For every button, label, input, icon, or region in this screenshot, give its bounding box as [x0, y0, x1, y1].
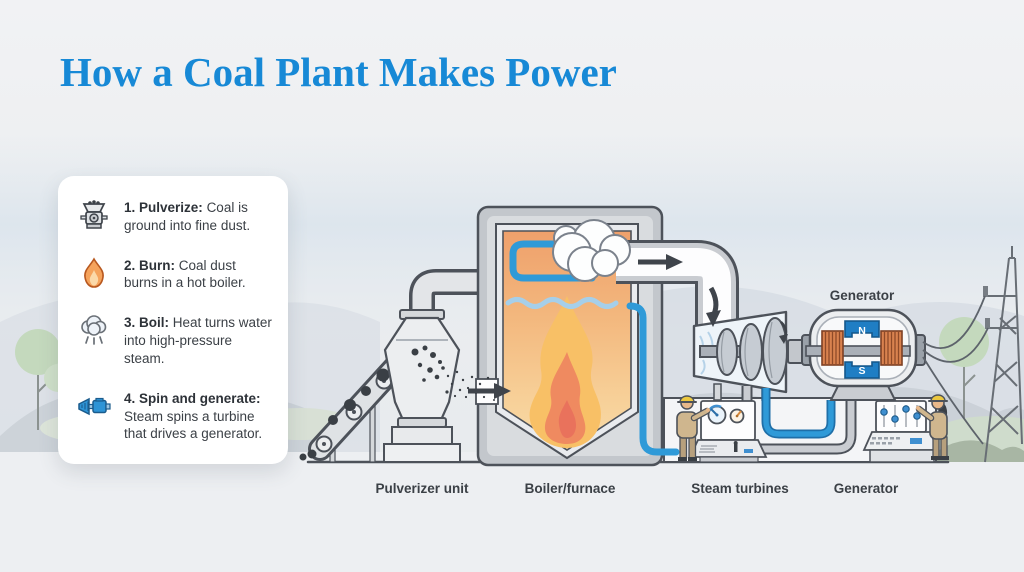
water-pipe	[505, 240, 680, 456]
coil-right	[880, 330, 903, 366]
step-text: 3. Boil: Heat turns water into high-pres…	[124, 315, 272, 366]
coal-dust-inlet	[441, 366, 511, 405]
page-title: How a Coal Plant Makes Power	[60, 49, 617, 95]
power-lines	[922, 295, 989, 445]
label-generator: Generator	[833, 481, 899, 496]
flow-arrow-icon	[638, 254, 721, 327]
steam-icon	[81, 315, 107, 346]
step-burn: 2. Burn: Coal dust burns in a hot boiler…	[76, 256, 272, 293]
step-boil: 3. Boil: Heat turns water into high-pres…	[76, 313, 272, 367]
magnet-s: S	[844, 361, 880, 379]
svg-text:N: N	[858, 325, 866, 337]
step-text: 2. Burn: Coal dust burns in a hot boiler…	[124, 257, 246, 291]
steps-card: 1. Pulverize: Coal is ground into fine d…	[58, 176, 288, 464]
label-pulverizer-unit: Pulverizer unit	[375, 481, 469, 496]
steam-duct	[616, 240, 739, 334]
grinder-icon	[80, 200, 108, 229]
rotation-arrow-head	[779, 334, 788, 344]
flame-icon	[84, 257, 104, 288]
label-boiler-furnace: Boiler/furnace	[524, 481, 616, 496]
transmission-tower-icon	[983, 246, 1023, 463]
generator-caption: Generator	[829, 288, 895, 303]
step-text: 1. Pulverize: Coal is ground into fine d…	[124, 200, 251, 233]
step-spin-generate: 4. Spin and generate: Steam spins a turb…	[76, 389, 272, 443]
step-text: 4. Spin and generate: Steam spins a turb…	[124, 390, 263, 442]
worker-at-gauges	[676, 395, 711, 461]
turbine-stages	[716, 317, 788, 385]
shaft-coupling	[787, 339, 804, 364]
turbine-icon	[78, 397, 111, 415]
magnet-n: N	[844, 320, 880, 338]
foreground	[0, 452, 1024, 572]
flow-arrow-icon	[468, 383, 511, 399]
svg-text:S: S	[858, 365, 865, 377]
label-steam-turbines: Steam turbines	[691, 481, 789, 496]
furnace-flame	[529, 296, 601, 448]
control-panel-gauges	[688, 400, 768, 463]
steam-cloud-icon	[552, 219, 631, 282]
worker-at-sliders	[915, 394, 949, 460]
generator-capsule: N S	[801, 308, 926, 401]
step-pulverize: 1. Pulverize: Coal is ground into fine d…	[76, 198, 272, 235]
coil-left	[821, 330, 844, 366]
pulverizer-vessel	[383, 269, 482, 463]
